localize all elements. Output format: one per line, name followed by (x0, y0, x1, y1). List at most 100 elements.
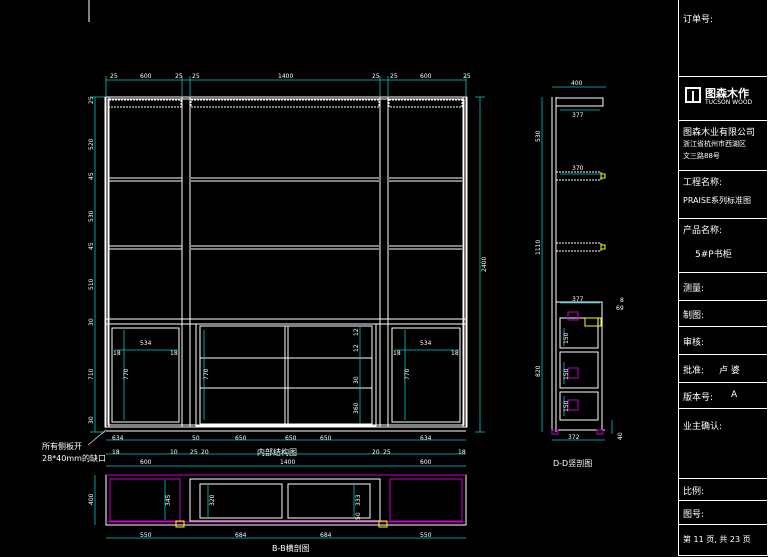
bb-left-dim: 400 (88, 493, 95, 505)
inner-height-1: 770 (203, 368, 210, 380)
approver-label: 批准: (683, 366, 705, 376)
owner-confirm-label: 业主确认: (683, 422, 723, 432)
dd-shelf-dim-2: 377 (572, 296, 584, 303)
drawer-dim-3: 30 (353, 376, 360, 384)
front-top-dim-0: 25 (110, 73, 118, 80)
bottom2-dim-4: 25 (190, 449, 198, 456)
bottom-dim-8: 650 (320, 435, 332, 442)
drawer-dim-1: 12 (353, 344, 360, 352)
bottom2-dim-5: 20 (201, 449, 209, 456)
bb-top-dim-1: 1400 (280, 459, 295, 466)
project-value: PRAISE系列标准图 (683, 196, 752, 205)
note-line-1: 所有侧板开 (42, 441, 82, 451)
front-top-dim-7: 600 (420, 73, 432, 80)
owner-confirm-row: 业主确认: (679, 408, 767, 478)
dd-drawer-dim-1: 150 (563, 368, 570, 380)
front-top-dim-4: 1400 (278, 73, 293, 80)
bb-inner-dim-0: 345 (165, 494, 172, 506)
company-area: 图森木业有限公司 浙江省杭州市西湖区 文三路88号 (679, 120, 767, 170)
scale-row: 比例: (679, 478, 767, 500)
front-top-dim-2: 25 (175, 73, 183, 80)
dd-drawer-dim-0: 150 (563, 332, 570, 344)
bb-inner-dim-1: 320 (209, 494, 216, 506)
bottom-dim-1: 634 (112, 435, 124, 442)
project-area: 工程名称: PRAISE系列标准图 (679, 170, 767, 218)
mid-dim-1: 534 (140, 340, 152, 347)
page-info: 第 11 页, 共 23 页 (683, 535, 751, 544)
company-address-2: 文三路88号 (683, 152, 720, 160)
company-address-1: 浙江省杭州市西湖区 (683, 140, 746, 148)
mid-dim-5: 18 (451, 350, 459, 357)
dd-right-dim-1: 69 (616, 305, 624, 312)
bottom2-dim-2: 10 (170, 449, 178, 456)
front-top-dim-3: 25 (192, 73, 200, 80)
dd-shelf-dim-1: 370 (572, 165, 584, 172)
bottom2-dim-9: 20 (372, 449, 380, 456)
front-left-dim-4: 530 (88, 210, 95, 222)
bottom-dim-12: 634 (420, 435, 432, 442)
drawing-no-row: 图号: (679, 500, 767, 524)
front-top-dim-1: 600 (140, 73, 152, 80)
bb-inner-dim-2: 333 (355, 494, 362, 506)
bottom-dim-6: 650 (235, 435, 247, 442)
company-name: 图森木业有限公司 (683, 128, 756, 138)
reviewer-label: 审核: (683, 338, 705, 348)
product-area: 产品名称: 5#P书柜 (679, 218, 767, 272)
version-value: A (731, 390, 738, 400)
mid-dim-2: 18 (170, 350, 178, 357)
bottom-dim-3: 50 (192, 435, 200, 442)
survey-row: 测量: (679, 272, 767, 300)
dd-height-dim-0: 530 (535, 130, 542, 142)
mid-dim-4: 534 (420, 340, 432, 347)
dd-top-dim: 400 (571, 80, 583, 87)
front-top-dim-8: 25 (463, 73, 471, 80)
approver-value: 卢 婆 (719, 366, 740, 376)
project-label: 工程名称: (683, 178, 723, 188)
drafter-label: 制图: (683, 311, 705, 321)
bb-bottom-dim-3: 550 (420, 532, 432, 539)
mid-dim-0: 18 (113, 350, 121, 357)
dd-bottom-dim-1: 40 (617, 432, 624, 440)
front-left-dim-7: 30 (88, 318, 95, 326)
section-bb (105, 474, 467, 528)
inner-height-0: 770 (123, 368, 130, 380)
drafter-row: 制图: (679, 300, 767, 326)
front-left-dim-6: 510 (88, 278, 95, 290)
dd-height-dim-2: 820 (535, 365, 542, 377)
version-row: 版本号: A (679, 382, 767, 408)
bottom2-dim-0: 18 (112, 449, 120, 456)
mid-dim-3: 18 (393, 350, 401, 357)
bottom2-dim-13: 18 (458, 449, 466, 456)
dd-drawer-dim-2: 150 (563, 400, 570, 412)
front-overall-height: 2400 (481, 257, 488, 272)
bb-bottom-dim-1: 684 (235, 532, 247, 539)
brand-logo-icon (685, 87, 701, 103)
dd-shelf-dim-0: 377 (572, 112, 584, 119)
inner-height-2: 770 (404, 368, 411, 380)
survey-label: 测量: (683, 284, 705, 294)
front-left-dim-3: 45 (88, 172, 95, 180)
dd-height-dim-1: 1110 (535, 240, 542, 255)
bb-bottom-dim-0: 550 (140, 532, 152, 539)
version-label: 版本号: (683, 393, 714, 403)
product-value: 5#P书柜 (695, 250, 732, 260)
brand-en: TUCSON WOOD (705, 99, 753, 106)
front-left-dim-8: 710 (88, 368, 95, 380)
approver-row: 批准: 卢 婆 (679, 354, 767, 382)
front-view-caption: 内部结构图 (257, 447, 297, 457)
product-label: 产品名称: (683, 226, 723, 236)
reviewer-row: 审核: (679, 326, 767, 354)
section-dd-caption: D-D竖剖图 (553, 458, 592, 468)
bb-inner-dim-3: 50 (355, 512, 362, 520)
front-view (104, 96, 468, 432)
title-block: 订单号: 图森木作 TUCSON WOOD 图森木业有限公司 浙江省杭州市西湖区… (678, 0, 768, 556)
note-line-2: 28*40mm的缺口 (42, 453, 106, 463)
bb-top-dim-0: 600 (140, 459, 152, 466)
front-top-dim-5: 25 (372, 73, 380, 80)
drawing-no-label: 图号: (683, 510, 705, 520)
bottom2-dim-10: 25 (383, 449, 391, 456)
drawer-dim-0: 12 (353, 328, 360, 336)
front-left-dim-0: 25 (88, 96, 95, 104)
front-left-dim-2: 520 (88, 138, 95, 150)
section-bb-caption: B-B横剖图 (272, 543, 310, 553)
